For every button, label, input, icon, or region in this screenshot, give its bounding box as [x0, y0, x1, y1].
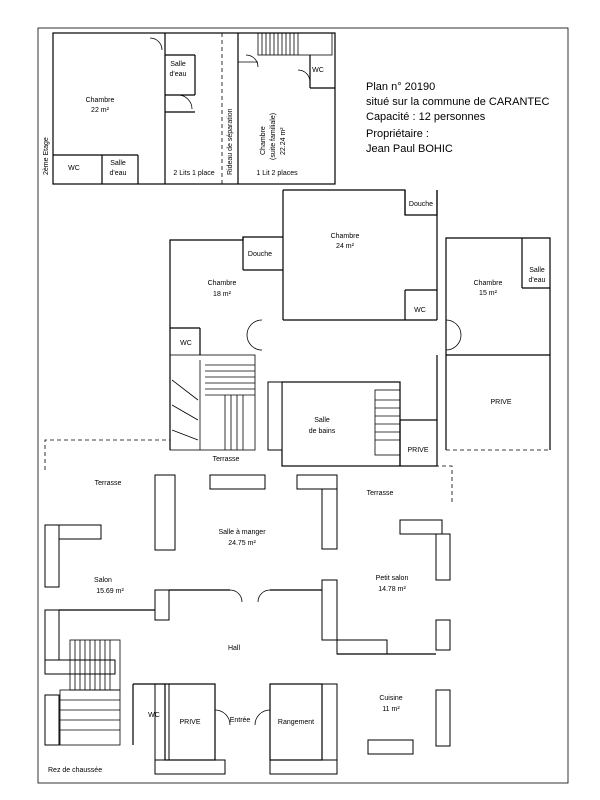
beds-left: 2 Lits 1 place [173, 170, 214, 177]
room-salle-de-bains-line1: Salle [314, 417, 330, 424]
room-petit-salon-name: Petit salon [376, 575, 409, 582]
plan-location: situé sur la commune de CARANTEC [366, 96, 549, 108]
separation-curtain-label: Rideau de séparation [227, 108, 234, 175]
room-douche-left: Douche [248, 251, 272, 258]
room-cuisine-area: 11 m² [382, 706, 400, 713]
room-salle-de-bains-line2: de bains [309, 428, 336, 435]
owner-name: Jean Paul BOHIC [366, 143, 453, 155]
room-chambre-24-name: Chambre [331, 233, 360, 240]
room-wc-ground: WC [148, 712, 160, 719]
first-floor-plan [169, 189, 551, 467]
terrace-left: Terrasse [95, 480, 122, 487]
page-frame [37, 27, 569, 784]
beds-right: 1 Lit 2 places [256, 170, 298, 177]
room-cuisine-name: Cuisine [379, 695, 402, 702]
plan-info: Plan n° 20190 situé sur la commune de CA… [366, 81, 549, 155]
room-wc-first-floor-left: WC [180, 340, 192, 347]
room-salle-a-manger-area: 24.75 m² [228, 540, 256, 547]
room-chambre-22-name: Chambre [86, 97, 115, 104]
plan-number: Plan n° 20190 [366, 81, 435, 93]
terrace-right: Terrasse [367, 490, 394, 497]
level-label-second-floor: 2ème Etage [43, 137, 50, 175]
room-wc-second-floor-right: WC [312, 67, 324, 74]
room-salle-deau-bottom-line1: Salle [110, 160, 126, 167]
room-chambre-18-area: 18 m² [213, 291, 232, 298]
room-salle-deau-top-line1: Salle [170, 61, 186, 68]
room-salle-a-manger-name: Salle à manger [218, 529, 266, 536]
terrace-top: Terrasse [213, 456, 240, 463]
room-salon-name: Salon [94, 577, 112, 584]
level-label-ground-floor: Rez de chaussée [48, 767, 102, 774]
room-chambre-24-area: 24 m² [336, 243, 355, 250]
room-chambre-suite-area: 22.24 m² [280, 127, 287, 155]
room-chambre-suite-line1: Chambre [260, 126, 267, 155]
room-salle-deau-first-line2: d'eau [529, 277, 546, 284]
room-chambre-15-name: Chambre [474, 280, 503, 287]
second-floor-plan [52, 32, 336, 185]
room-chambre-suite-line2: (suite familiale) [270, 113, 277, 160]
room-chambre-18-name: Chambre [208, 280, 237, 287]
room-salle-deau-top-line2: d'eau [170, 71, 187, 78]
ground-floor-plan [44, 439, 453, 775]
room-chambre-22-area: 22 m² [91, 107, 110, 114]
room-prive-first-middle: PRIVE [407, 447, 428, 454]
plan-capacity: Capacité : 12 personnes [366, 111, 486, 123]
room-chambre-15-area: 15 m² [479, 290, 498, 297]
room-salle-deau-first-line1: Salle [529, 267, 545, 274]
owner-label: Propriétaire : [366, 128, 429, 140]
room-prive-first-right: PRIVE [490, 399, 511, 406]
room-wc-second-floor: WC [68, 165, 80, 172]
room-douche-right: Douche [409, 201, 433, 208]
room-labels: Chambre 22 m² Salle d'eau WC Salle d'eau… [43, 61, 546, 774]
room-rangement: Rangement [278, 719, 314, 726]
room-petit-salon-area: 14.78 m² [378, 586, 406, 593]
room-prive-ground: PRIVE [179, 719, 200, 726]
room-salle-deau-bottom-line2: d'eau [110, 170, 127, 177]
room-salon-area: 15.69 m² [96, 588, 124, 595]
room-hall: Hall [228, 645, 241, 652]
room-entree: Entrée [230, 717, 251, 724]
room-wc-first-floor-right: WC [414, 307, 426, 314]
